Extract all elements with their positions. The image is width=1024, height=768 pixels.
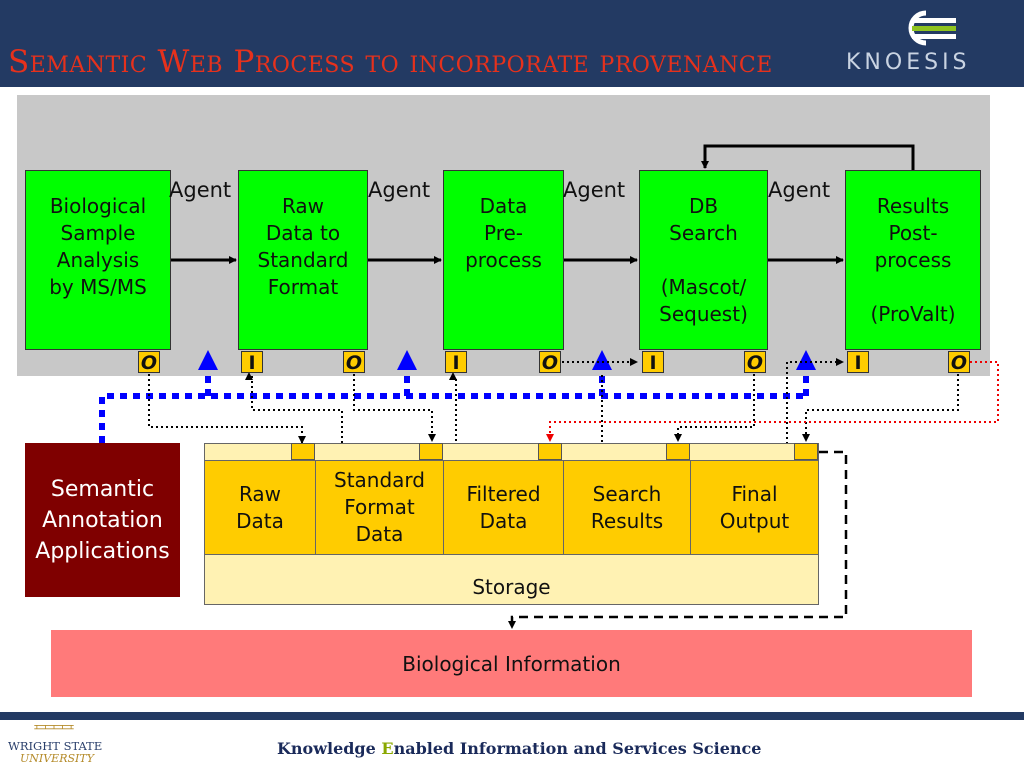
input-port-4[interactable]: I (642, 351, 664, 374)
institution-subname: UNIVERSITY (20, 752, 94, 765)
storage-slot-filtered (538, 443, 562, 460)
process-results-postprocess[interactable]: Results Post- process (ProValt) (845, 170, 981, 350)
storage-slot-raw-data (291, 443, 315, 460)
agent-label-2: Agent (368, 178, 431, 202)
storage-cell-search-results[interactable]: Search Results (563, 460, 691, 555)
process-raw-data-to-standard-format[interactable]: Raw Data to Standard Format (238, 170, 368, 350)
provenance-link (546, 361, 999, 442)
storage-cell-filtered-data[interactable]: Filtered Data (443, 460, 564, 555)
process-data-preprocess[interactable]: Data Pre- process (443, 170, 564, 350)
storage-cell-raw-data[interactable]: Raw Data (204, 460, 316, 555)
knoesis-logo-icon (908, 10, 956, 46)
storage-cell-final-output[interactable]: Final Output (690, 460, 819, 555)
slide-title: Semantic Web Process to incorporate prov… (8, 44, 773, 80)
storage-to-bio-link (508, 450, 848, 629)
wright-state-logo-icon (34, 725, 74, 730)
output-port-5[interactable]: O (948, 351, 970, 374)
output-port-4[interactable]: O (744, 351, 766, 374)
process-flow-arrows (171, 144, 915, 264)
agent-label-1: Agent (169, 178, 232, 202)
output-port-3[interactable]: O (539, 351, 561, 374)
input-port-5[interactable]: I (847, 351, 869, 374)
footer-tagline: Knowledge Enabled Information and Servic… (277, 739, 761, 758)
process-biological-sample-analysis[interactable]: Biological Sample Analysis by MS/MS (25, 170, 171, 350)
semantic-annotation-applications[interactable]: Semantic Annotation Applications (25, 443, 180, 597)
tagline-prefix: Knowledge (277, 739, 382, 758)
agent-label-4: Agent (768, 178, 831, 202)
storage-slot-search-results (666, 443, 690, 460)
storage-slot-final-output (794, 443, 818, 460)
storage-slot-standard-format (419, 443, 443, 460)
output-port-2[interactable]: O (343, 351, 365, 374)
input-port-2[interactable]: I (241, 351, 263, 374)
tagline-rest: nabled Information and Services Science (393, 739, 762, 758)
agent-label-3: Agent (563, 178, 626, 202)
storage-cell-standard-format-data[interactable]: Standard Format Data (315, 460, 444, 555)
input-port-3[interactable]: I (445, 351, 467, 374)
header-band (0, 0, 1024, 87)
footer-rule (0, 712, 1024, 720)
institution-name: WRIGHT STATE (8, 739, 103, 753)
process-db-search[interactable]: DB Search (Mascot/ Sequest) (639, 170, 768, 350)
output-port-1[interactable]: O (138, 351, 160, 374)
tagline-e: E (381, 739, 394, 758)
storage-label: Storage (472, 575, 551, 599)
biological-information-box[interactable]: Biological Information (51, 630, 972, 697)
knoesis-logo-text: KNOESIS (846, 50, 971, 75)
data-links (148, 358, 959, 453)
